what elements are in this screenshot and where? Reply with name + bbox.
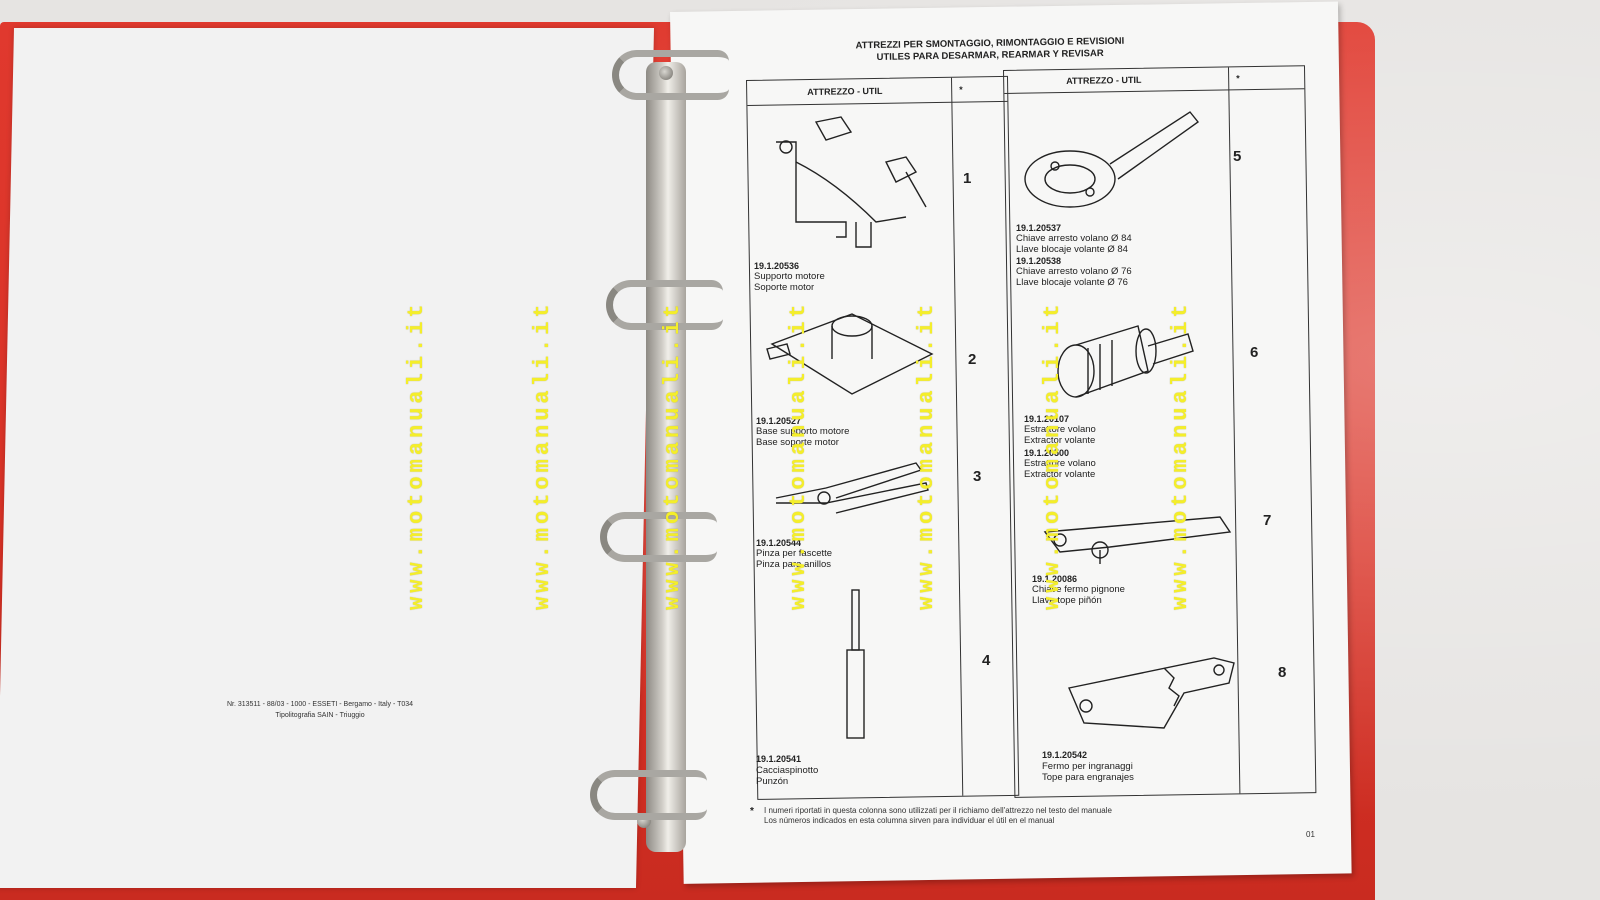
tool-desc-5: Chiave arresto volano Ø 84 Llave blocaje…: [1016, 233, 1132, 255]
tool-desc-7: Chiave fermo pignone Llave tope piñón: [1032, 584, 1125, 606]
tool-desc-2: Base supporto motore Base soporte motor: [756, 426, 850, 448]
circlip-pliers-drawing: [775, 462, 929, 514]
watermark-2: www.motomanuali.it: [530, 300, 555, 610]
watermark-6: www.motomanuali.it: [1040, 300, 1065, 610]
tool-desc-1: Supporto motore Soporte motor: [754, 271, 825, 293]
footnote-star: *: [750, 806, 754, 817]
engine-support-drawing: [776, 116, 927, 248]
watermark-7: www.motomanuali.it: [1168, 300, 1193, 610]
imprint-line-2: Tipolitografia SAIN - Triuggio: [275, 711, 365, 719]
tool-code-6: 19.1.20107: [1024, 414, 1070, 424]
binder-ring-4: [590, 770, 707, 820]
tool-code-1: 19.1.20536: [754, 261, 800, 271]
tool-desc-4: Cacciaspinotto Punzón: [756, 765, 819, 787]
flywheel-lock-wrench-drawing: [1024, 111, 1200, 208]
left-blank-page: [0, 28, 654, 888]
tool-code-5: 19.1.20537: [1016, 223, 1062, 233]
binder-ring-1: [612, 50, 729, 100]
tool-desc-3: Pinza per fascette Pinza para anillos: [756, 548, 833, 570]
table-header-rule: [747, 100, 1008, 106]
binder-spine-bar: [646, 62, 686, 852]
rivet-top: [659, 66, 673, 80]
printer-imprint: Nr. 313511 - 88/03 - 1000 - ESSETI - Ber…: [190, 700, 450, 721]
binder-ring-2: [606, 280, 723, 330]
gear-lock-plate-drawing: [1068, 657, 1235, 729]
tool-number-6: 6: [1250, 344, 1259, 361]
tool-desc-5b: Chiave arresto volano Ø 76 Llave blocaje…: [1016, 266, 1132, 288]
tool-code-8: 19.1.20542: [1042, 750, 1088, 760]
table-star-header: *: [959, 84, 963, 95]
footnote-italian: I numeri riportati in questa colonna son…: [764, 806, 1112, 815]
tool-number-3: 3: [973, 468, 982, 485]
tool-code-4: 19.1.20541: [756, 754, 802, 764]
imprint-line-1: Nr. 313511 - 88/03 - 1000 - ESSETI - Ber…: [226, 701, 414, 708]
page-footnote: I numeri riportati in questa colonna son…: [764, 806, 1112, 827]
tool-code-6b: 19.1.20500: [1024, 448, 1070, 458]
pinion-holder-wrench-drawing: [1043, 516, 1232, 564]
tool-number-8: 8: [1278, 664, 1287, 681]
tool-desc-6: Estrattore volano Extractor volante: [1024, 424, 1096, 446]
tool-number-4: 4: [982, 652, 991, 669]
footnote-spanish: Los números indicados en esta columna si…: [764, 816, 1055, 826]
watermark-1: www.motomanuali.it: [404, 300, 429, 610]
pin-punch-drawing: [846, 589, 865, 739]
table-number-column-rule: [950, 77, 964, 796]
tool-desc-6b: Estrattore volano Extractor volante: [1024, 458, 1096, 480]
table-star-header: *: [1236, 73, 1240, 84]
tool-number-5: 5: [1233, 148, 1242, 165]
tool-number-2: 2: [968, 351, 977, 368]
tool-desc-8: Fermo per ingranaggi Tope para engranaje…: [1042, 761, 1134, 783]
watermark-4: www.motomanuali.it: [786, 300, 811, 610]
tool-code-3: 19.1.20544: [756, 538, 802, 548]
flywheel-puller-drawing: [1057, 325, 1194, 398]
engine-support-base-drawing: [766, 313, 934, 395]
watermark-3: www.motomanuali.it: [660, 300, 685, 610]
table-column-header: ATTREZZO - UTIL: [807, 85, 883, 98]
binder-ring-3: [600, 512, 717, 562]
tool-number-7: 7: [1263, 512, 1272, 529]
tool-code-2: 19.1.20527: [756, 416, 802, 426]
tool-number-1: 1: [963, 170, 972, 187]
tool-code-7: 19.1.20086: [1032, 574, 1078, 584]
tool-code-5b: 19.1.20538: [1016, 256, 1062, 266]
table-header-rule: [1004, 88, 1305, 94]
watermark-5: www.motomanuali.it: [914, 300, 939, 610]
table-column-header: ATTREZZO - UTIL: [1066, 74, 1142, 87]
page-number: 01: [1306, 830, 1315, 839]
